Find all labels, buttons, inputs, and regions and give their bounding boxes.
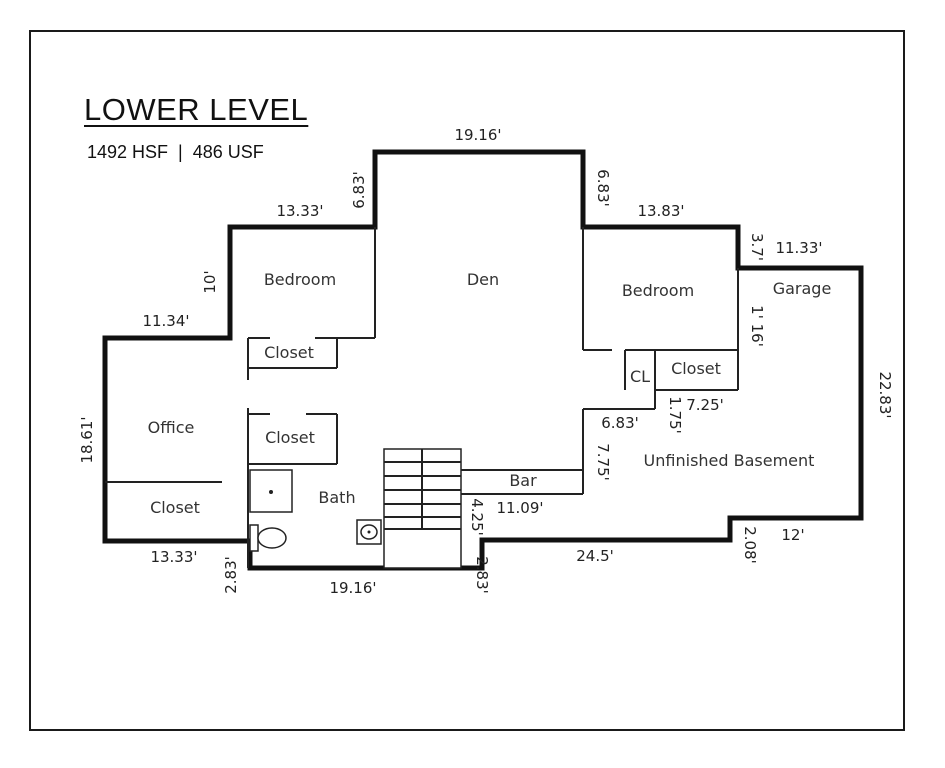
- dim-basement-right-bottom: 12': [781, 526, 804, 544]
- page-title: LOWER LEVEL: [84, 92, 309, 127]
- sink-icon: [356, 519, 382, 545]
- toilet-icon: [249, 524, 287, 552]
- shower-icon: [249, 469, 293, 513]
- room-label-bath: Bath: [318, 488, 355, 507]
- dim-basement-step: 2.08': [741, 526, 759, 564]
- page-frame: [29, 30, 905, 731]
- dim-den-left: 6.83': [350, 171, 368, 209]
- dim-stair-bottom: 2.83': [473, 556, 491, 594]
- dim-garage-inner: 1' 16': [748, 305, 766, 347]
- room-label-closet-right: Closet: [671, 359, 721, 378]
- dim-bedroom-left-side: 10': [201, 270, 219, 293]
- dim-bedroom-right-top: 13.83': [637, 202, 684, 220]
- dim-garage-top: 11.33': [775, 239, 822, 257]
- dim-bar-right: 7.75': [594, 443, 612, 481]
- dim-stair-right: 4.25': [468, 498, 486, 536]
- room-label-den: Den: [467, 270, 499, 289]
- dim-office-top: 11.34': [142, 312, 189, 330]
- area-summary: 1492 HSF | 486 USF: [87, 142, 264, 162]
- dim-office-bottom: 13.33': [150, 548, 197, 566]
- dim-bath-step: 2.83': [222, 556, 240, 594]
- dim-den-right: 6.83': [594, 169, 612, 207]
- room-label-closet-middle: Closet: [265, 428, 315, 447]
- dim-bath-bottom: 19.16': [329, 579, 376, 597]
- room-label-office: Office: [148, 418, 195, 437]
- dim-bar-bottom: 11.09': [496, 499, 543, 517]
- dim-garage-step: 3.7': [748, 233, 766, 261]
- dim-den-top: 19.16': [454, 126, 501, 144]
- room-label-cl: CL: [630, 367, 650, 386]
- staircase: [383, 448, 462, 569]
- dim-notch-right: 7.25': [686, 396, 724, 414]
- dim-bedroom-left-top: 13.33': [276, 202, 323, 220]
- dim-notch-left: 6.83': [601, 414, 639, 432]
- room-label-bar: Bar: [509, 471, 537, 490]
- room-label-garage: Garage: [773, 279, 832, 298]
- room-label-closet-office: Closet: [150, 498, 200, 517]
- room-label-bedroom-right: Bedroom: [622, 281, 694, 300]
- room-label-bedroom-left: Bedroom: [264, 270, 336, 289]
- room-label-closet-upper: Closet: [264, 343, 314, 362]
- dim-office-left: 18.61': [78, 416, 96, 463]
- dim-notch-mid: 1.75': [666, 396, 684, 434]
- dim-garage-right: 22.83': [876, 371, 894, 418]
- room-label-unfinished-basement: Unfinished Basement: [644, 451, 815, 470]
- dim-basement-bottom: 24.5': [576, 547, 614, 565]
- interior-walls: [105, 227, 739, 568]
